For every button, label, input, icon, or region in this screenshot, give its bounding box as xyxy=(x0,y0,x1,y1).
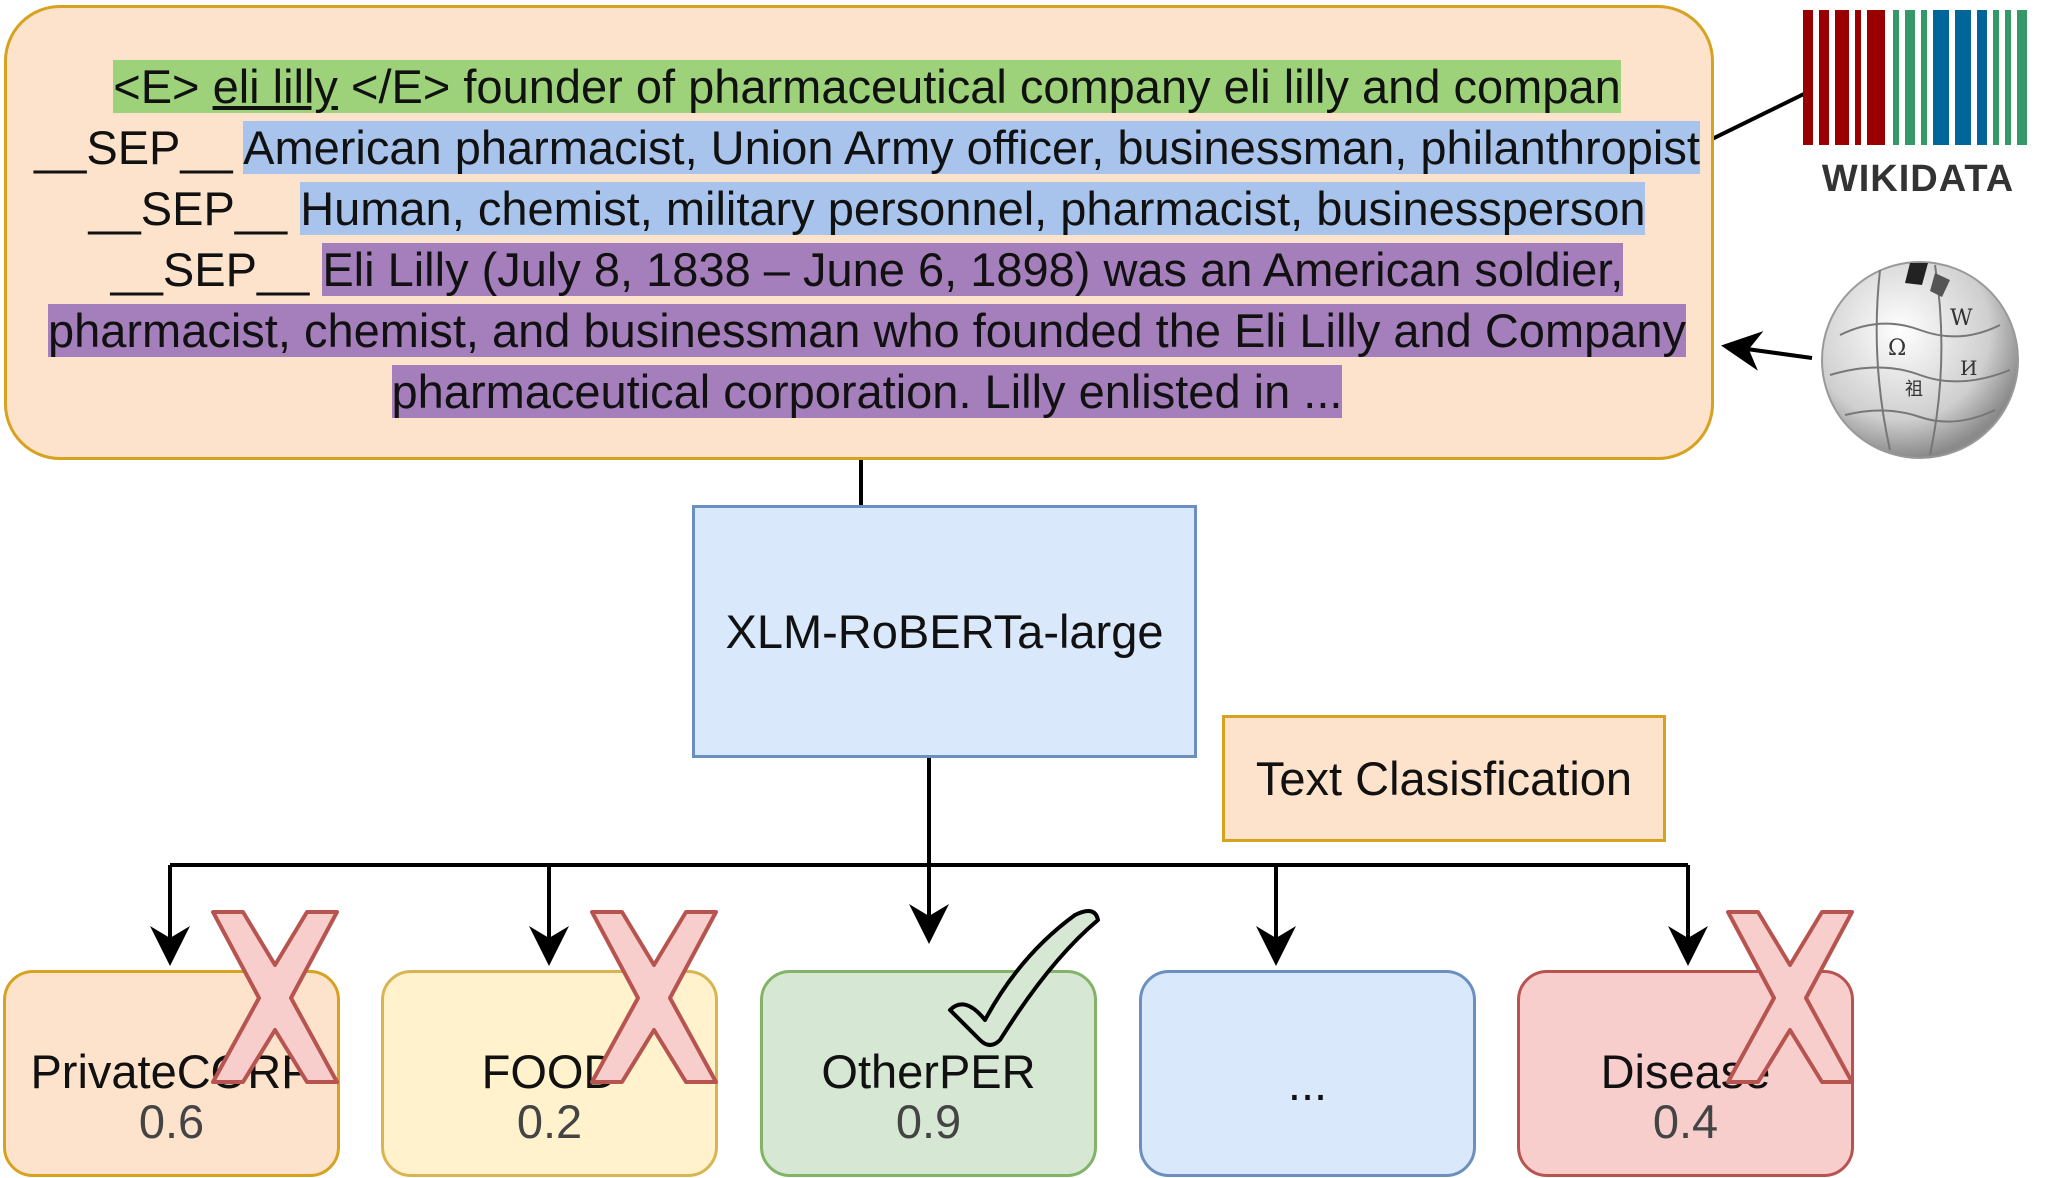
svg-text:И: И xyxy=(1960,356,1977,380)
model-box: XLM-RoBERTa-large xyxy=(692,505,1197,758)
entity-open-tag: <E> xyxy=(113,60,200,113)
class-label: FOOD xyxy=(481,1045,618,1098)
entity-close-tag: </E> xyxy=(351,60,451,113)
wikidata-description-segment: American pharmacist, Union Army officer,… xyxy=(243,121,1700,174)
separator-1: __SEP__ xyxy=(34,121,233,174)
model-label: XLM-RoBERTa-large xyxy=(725,605,1164,658)
svg-text:W: W xyxy=(1950,306,1973,331)
class-box-otherper: OtherPER 0.9 xyxy=(760,970,1097,1177)
input-sequence: <E> eli lilly </E> founder of pharmaceut… xyxy=(27,56,1707,422)
wikidata-barcode-icon xyxy=(1803,10,2027,145)
wikipedia-arrow xyxy=(1721,331,1813,371)
class-label: OtherPER xyxy=(821,1045,1036,1098)
svg-text:Ω: Ω xyxy=(1888,336,1906,361)
entity-context: founder of pharmaceutical company eli li… xyxy=(463,60,1621,113)
class-score: 0.2 xyxy=(516,1095,583,1148)
input-text-box: <E> eli lilly </E> founder of pharmaceut… xyxy=(4,5,1714,460)
cross-icon xyxy=(1726,910,1854,1084)
entity-context-segment: <E> eli lilly </E> founder of pharmaceut… xyxy=(113,60,1621,113)
wikipedia-globe-icon: Ω W И 祖 xyxy=(1810,245,2025,465)
check-icon xyxy=(948,909,1100,1047)
wikidata-types-segment: Human, chemist, military personnel, phar… xyxy=(300,182,1646,235)
task-label: Text Clasisfication xyxy=(1255,752,1633,805)
separator-3: __SEP__ xyxy=(110,243,310,296)
cross-icon xyxy=(211,910,339,1084)
class-box-ellipsis: ... xyxy=(1139,970,1476,1177)
class-score: 0.9 xyxy=(895,1095,962,1148)
separator-2: __SEP__ xyxy=(88,182,288,235)
task-box: Text Clasisfication xyxy=(1222,715,1666,842)
cross-icon xyxy=(590,910,718,1084)
wikidata-logo: WIKIDATA xyxy=(1803,10,2033,200)
class-score: 0.4 xyxy=(1652,1095,1719,1148)
wikidata-wordmark: WIKIDATA xyxy=(1821,158,2015,200)
class-score: 0.6 xyxy=(138,1095,205,1148)
class-label: PrivateCORP xyxy=(30,1045,313,1098)
class-label: ... xyxy=(1287,1057,1328,1110)
svg-text:祖: 祖 xyxy=(1905,379,1923,400)
entity-name: eli lilly xyxy=(212,60,338,113)
